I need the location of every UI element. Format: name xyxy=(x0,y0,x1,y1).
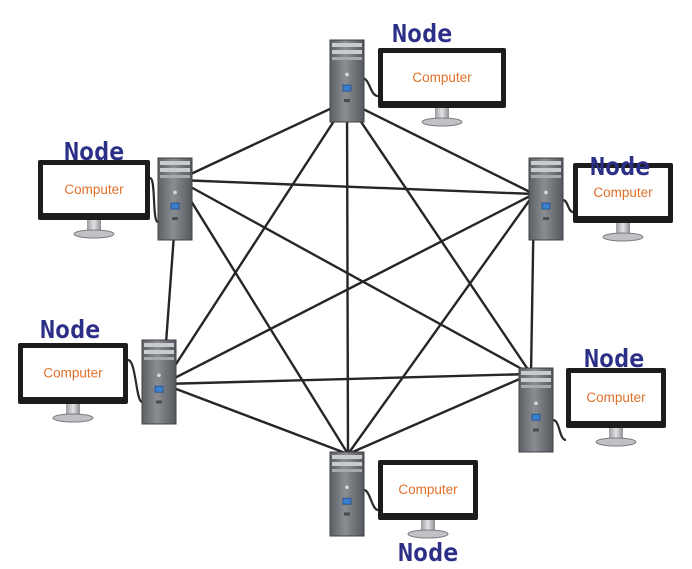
node-label: Node xyxy=(64,137,124,166)
server-tower-icon xyxy=(528,157,564,241)
computer-screen-label: Computer xyxy=(412,70,472,85)
node-label: Node xyxy=(590,152,650,181)
server-tower-icon xyxy=(329,451,365,537)
monitor-icon: Computer xyxy=(573,163,673,242)
computer-screen-label: Computer xyxy=(398,482,458,497)
node-upper-left: Computer Node xyxy=(38,137,193,241)
monitor-icon: Computer xyxy=(566,368,666,447)
monitor-icon: Computer xyxy=(18,343,128,423)
monitor-icon: Computer xyxy=(378,48,506,127)
server-tower-icon xyxy=(141,339,177,425)
node-lower-left: Computer Node xyxy=(18,315,177,425)
computer-screen-label: Computer xyxy=(64,182,124,197)
node-top: Computer Node xyxy=(329,19,506,127)
server-tower-icon xyxy=(157,157,193,241)
connection-line-top-lower-left xyxy=(161,99,349,386)
cable-icon xyxy=(148,176,160,224)
node-label: Node xyxy=(40,315,100,344)
connection-line-top-bottom xyxy=(345,99,350,456)
connection-line-upper-left-upper-right xyxy=(176,178,536,196)
connection-line-upper-left-bottom xyxy=(176,178,350,456)
connection-lines xyxy=(161,99,536,456)
node-label: Node xyxy=(398,538,458,567)
cable-icon xyxy=(552,418,567,442)
monitor-icon: Computer xyxy=(378,460,478,539)
computer-screen-label: Computer xyxy=(593,185,653,200)
connection-line-lower-left-lower-right xyxy=(161,372,533,386)
cable-icon xyxy=(363,488,379,512)
node-lower-right: Computer Node xyxy=(518,344,666,453)
cable-icon xyxy=(562,198,574,214)
nodes: ComputerNodeComputerNodeComputerNodeComp… xyxy=(18,19,673,567)
connection-line-top-lower-right xyxy=(345,99,533,376)
node-upper-right: Computer Node xyxy=(528,152,673,242)
computer-screen-label: Computer xyxy=(43,366,103,381)
monitor-icon: Computer xyxy=(38,160,150,239)
server-tower-icon xyxy=(518,367,554,453)
cable-icon xyxy=(127,358,144,404)
connection-line-top-upper-left xyxy=(176,99,349,182)
computer-screen-label: Computer xyxy=(586,390,646,405)
connection-line-upper-right-bottom xyxy=(346,192,536,456)
server-tower-icon xyxy=(329,39,365,123)
connection-line-lower-left-bottom xyxy=(161,382,350,456)
connection-line-upper-left-lower-right xyxy=(176,178,533,376)
node-label: Node xyxy=(392,19,452,48)
node-label: Node xyxy=(584,344,644,373)
connection-line-lower-right-bottom xyxy=(346,372,533,456)
connection-line-top-upper-right xyxy=(345,99,536,196)
connection-line-upper-right-lower-left xyxy=(161,192,536,386)
